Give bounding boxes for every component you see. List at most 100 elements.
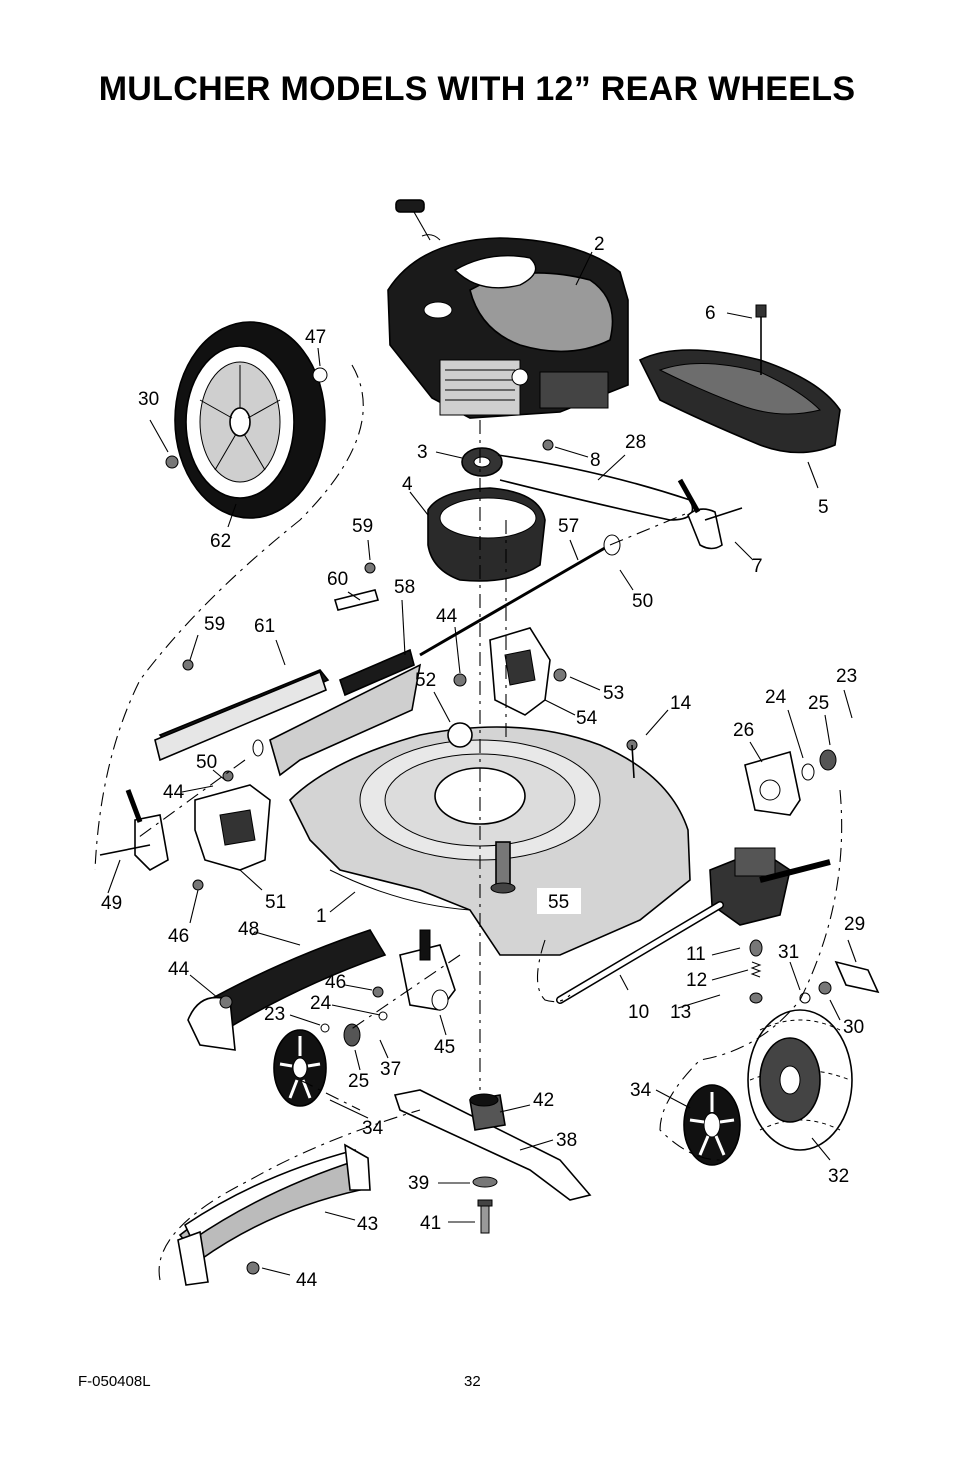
deck-bolt-adapter <box>490 841 516 894</box>
gear-bracket-26 <box>744 749 837 816</box>
callout-2: 2 <box>594 234 605 255</box>
baffle-ring <box>427 487 546 582</box>
nut-44-center <box>453 673 467 687</box>
callout-14: 14 <box>670 693 692 714</box>
height-adjuster-right <box>677 478 743 550</box>
callout-25-right: 25 <box>808 693 829 714</box>
bolt-46-left <box>192 879 204 891</box>
nut-30-left <box>165 455 179 469</box>
belt-cover <box>638 349 841 454</box>
front-skirt-43 <box>177 1143 371 1286</box>
page-number: 32 <box>464 1373 481 1390</box>
assembly-lines <box>94 364 843 1281</box>
callout-24-front: 24 <box>310 993 332 1014</box>
callout-47: 47 <box>305 327 326 348</box>
washer-50-left <box>252 739 264 757</box>
callout-61: 61 <box>254 616 275 637</box>
washer-47 <box>312 367 328 383</box>
bolt-8 <box>542 439 554 451</box>
clip-29 <box>834 960 880 994</box>
callout-53: 53 <box>603 683 624 704</box>
transmission <box>556 847 831 1004</box>
engine <box>387 199 629 419</box>
spring-12 <box>750 961 762 978</box>
callout-44-left: 44 <box>163 782 185 803</box>
callout-30-right: 30 <box>843 1017 864 1038</box>
front-bracket-left <box>399 929 456 1011</box>
callout-13: 13 <box>670 1002 691 1023</box>
callout-38: 38 <box>556 1130 577 1151</box>
bolt-59-top <box>364 562 376 574</box>
callout-60: 60 <box>327 569 348 590</box>
callout-28: 28 <box>625 432 646 453</box>
nut-30-right <box>818 981 832 995</box>
nut-44-front <box>219 995 233 1009</box>
callout-30-left: 30 <box>138 389 159 410</box>
callout-32: 32 <box>828 1166 849 1187</box>
nut-52 <box>447 722 473 748</box>
clip-60 <box>333 589 380 611</box>
callout-59-top: 59 <box>352 516 373 537</box>
callout-23-right: 23 <box>836 666 857 687</box>
callout-12: 12 <box>686 970 707 991</box>
nut-44-left <box>222 770 234 782</box>
callout-58: 58 <box>394 577 415 598</box>
callout-55-box <box>537 888 581 914</box>
callout-62: 62 <box>210 531 231 552</box>
washer-24-front <box>378 1011 388 1021</box>
callout-49: 49 <box>101 893 122 914</box>
hubcap-right <box>683 1084 741 1166</box>
callout-50-right: 50 <box>632 591 653 612</box>
callout-24-right: 24 <box>765 687 787 708</box>
callout-46-left: 46 <box>168 926 189 947</box>
callout-7: 7 <box>752 556 763 577</box>
callout-41: 41 <box>420 1213 441 1234</box>
front-skirt-48 <box>187 929 387 1051</box>
callout-8: 8 <box>590 450 601 471</box>
bolt-46-front <box>372 986 384 998</box>
callout-23-front: 23 <box>264 1004 285 1025</box>
callout-39: 39 <box>408 1173 429 1194</box>
height-adjuster-left <box>99 784 271 871</box>
callout-25-front: 25 <box>348 1071 369 1092</box>
callout-37: 37 <box>380 1059 401 1080</box>
callout-51: 51 <box>265 892 286 913</box>
nut-13 <box>749 992 763 1004</box>
callout-1: 1 <box>316 906 327 927</box>
callout-3: 3 <box>417 442 428 463</box>
callout-42: 42 <box>533 1090 554 1111</box>
hubcap-left <box>273 1029 327 1107</box>
front-wheel-right <box>747 1009 853 1151</box>
callout-46-front: 46 <box>325 972 346 993</box>
gear-25-front <box>343 1023 361 1047</box>
blade-assembly <box>393 1089 592 1234</box>
rear-wheel-left <box>174 321 326 519</box>
callout-44-center: 44 <box>436 606 458 627</box>
callout-43: 43 <box>357 1214 378 1235</box>
rear-flap-assembly <box>154 648 422 777</box>
rear-axle <box>419 543 611 657</box>
callout-45: 45 <box>434 1037 455 1058</box>
callout-6: 6 <box>705 303 716 324</box>
clip-23-front <box>320 1023 330 1033</box>
nut-44-bottom <box>246 1261 260 1275</box>
callout-34-right: 34 <box>630 1080 652 1101</box>
callout-55: 55 <box>548 892 569 913</box>
callout-34-left: 34 <box>362 1118 384 1139</box>
bushing-11 <box>749 939 763 957</box>
mower-deck <box>289 726 691 956</box>
bolt-53 <box>553 668 567 682</box>
callout-48: 48 <box>238 919 259 940</box>
callout-54: 54 <box>576 708 598 729</box>
callouts: 2 6 47 30 3 8 28 4 5 59 57 62 60 58 7 50… <box>101 234 865 1291</box>
callout-29: 29 <box>844 914 865 935</box>
callout-4: 4 <box>402 474 413 495</box>
callout-26: 26 <box>733 720 754 741</box>
document-code: F-050408L <box>78 1373 151 1390</box>
bolt-6 <box>755 304 767 375</box>
callout-59-left: 59 <box>204 614 225 635</box>
bracket-54 <box>489 627 551 716</box>
callout-10: 10 <box>628 1002 649 1023</box>
leader-lines <box>107 251 857 1276</box>
